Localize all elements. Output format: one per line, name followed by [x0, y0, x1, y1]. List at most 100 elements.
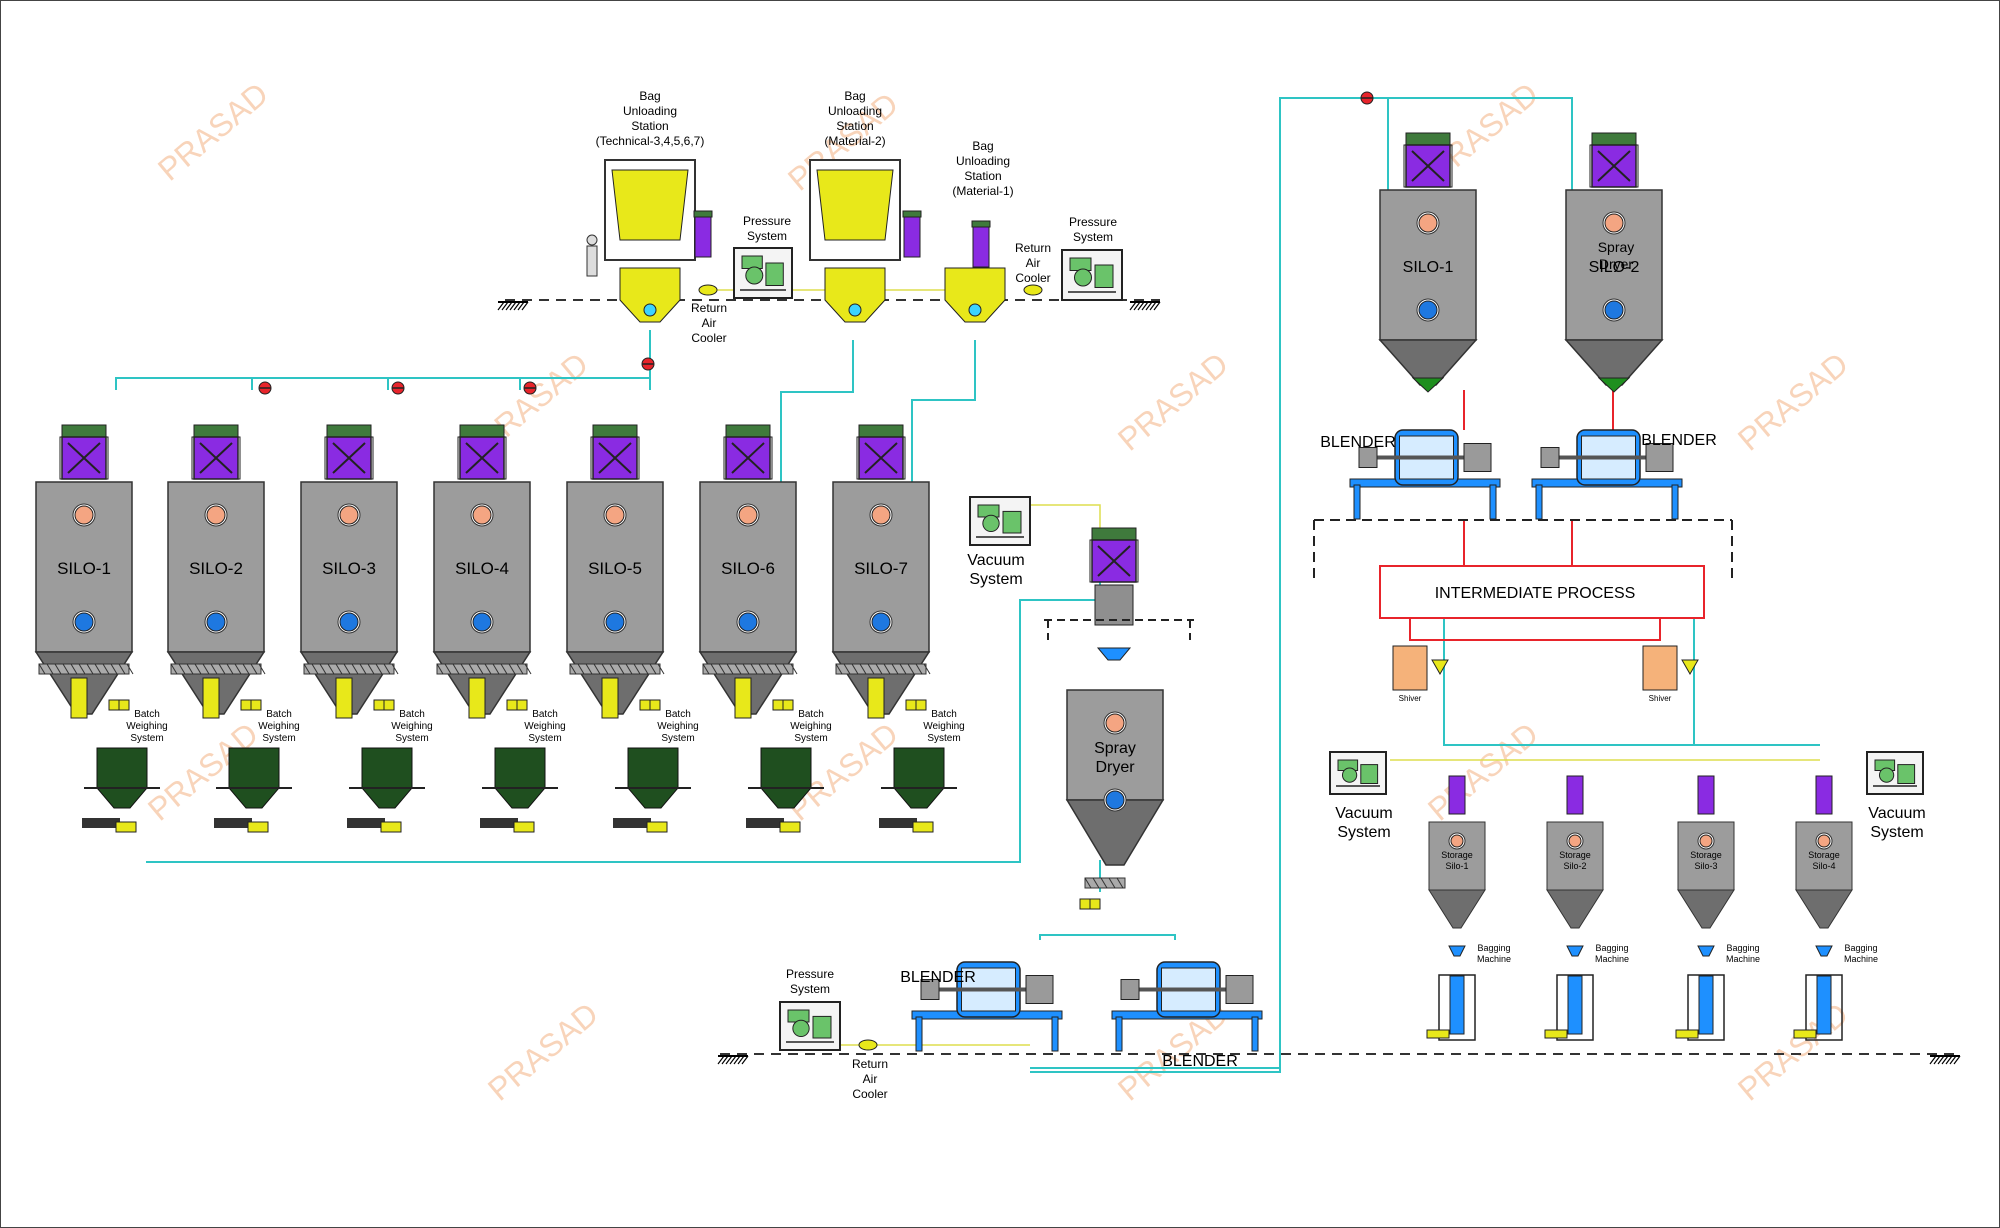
- level-indicator-top-fill: [74, 505, 94, 525]
- level-indicator-top-fill: [1604, 213, 1624, 233]
- level-indicator-bottom: [1416, 298, 1440, 322]
- bagging-inlet: [1697, 945, 1715, 957]
- bagging-frame: [1556, 974, 1594, 1041]
- storage-filter: [1697, 775, 1715, 815]
- screw-flight: [78, 663, 86, 675]
- spray-dryer-valve: [1079, 898, 1101, 910]
- screw-flight: [726, 663, 734, 675]
- storage-silo-label: Storage: [1690, 850, 1722, 860]
- batch-valve: [240, 699, 262, 711]
- batch-valve: [772, 699, 794, 711]
- system-component: [741, 255, 763, 269]
- watermark-text: PRASAD: [481, 995, 605, 1107]
- blender-motor: [1225, 975, 1254, 1004]
- screw-flight: [710, 663, 718, 675]
- pressure-system-label: System: [790, 982, 830, 996]
- spray-dryer-filter: [1089, 527, 1139, 583]
- screw-flight: [476, 663, 484, 675]
- blender-motor: [1645, 443, 1674, 472]
- silo-2-filter: [191, 424, 241, 480]
- vacuum-system-center: [969, 496, 1031, 546]
- screw-flight: [86, 663, 94, 675]
- storage-port-fill: [1568, 834, 1582, 848]
- screw-flight: [1100, 877, 1108, 889]
- level-indicator-bottom: [72, 610, 96, 634]
- spray-dryer-discharge: [1084, 877, 1126, 889]
- station-title: (Material-2): [824, 134, 885, 148]
- screw-body: [303, 663, 395, 675]
- blender-label: BLENDER: [1162, 1053, 1238, 1070]
- batch-weighing-hopper: [480, 747, 558, 833]
- level-indicator-top-fill: [1418, 213, 1438, 233]
- weigh-feeder: [746, 818, 784, 828]
- weigh-feeder: [347, 818, 385, 828]
- screw-flight: [758, 663, 766, 675]
- yellow-feeder-body: [202, 677, 220, 719]
- screw-flight: [258, 663, 266, 675]
- bagging-conveyor: [1426, 1029, 1450, 1039]
- blender-leg: [1251, 1016, 1259, 1052]
- batch-weighing-hopper: [746, 747, 824, 833]
- filter-frame: [59, 436, 109, 480]
- level-indicator-bottom-fill: [1604, 300, 1624, 320]
- storage-port: [1815, 832, 1833, 850]
- screw-flight: [508, 663, 516, 675]
- watermark-text: PRASAD: [1111, 345, 1235, 457]
- weigh-feeder: [879, 818, 917, 828]
- hatch-stroke: [517, 301, 525, 311]
- rotary-valve: [391, 381, 405, 395]
- pressure-system-top-right: [1061, 249, 1123, 301]
- level-indicator-top-fill: [206, 505, 226, 525]
- hatch-stroke: [1141, 301, 1149, 311]
- bagging-conveyor: [1793, 1029, 1817, 1039]
- weigh-feeder: [613, 818, 651, 828]
- system-motor: [765, 262, 784, 286]
- screw-flight: [210, 663, 218, 675]
- bagging-frame: [1687, 974, 1725, 1041]
- batch-weighing-label: Batch: [931, 709, 957, 720]
- silo-1: SILO-1: [34, 424, 134, 715]
- station-title: Station: [836, 119, 873, 133]
- vacuum-system-right-left: [1329, 751, 1387, 795]
- batch-weighing-hopper: [214, 747, 292, 833]
- weigh-valve: [247, 821, 269, 833]
- batch-weighing-label: System: [794, 733, 827, 744]
- silo-6-filter: [723, 424, 773, 480]
- screw-flight: [94, 663, 102, 675]
- screw-flight: [484, 663, 492, 675]
- storage-port: [1566, 832, 1584, 850]
- silo-label: SILO-2: [1589, 259, 1640, 276]
- batch-weighing-label: Weighing: [923, 721, 965, 732]
- bagging-frame: [1805, 974, 1843, 1041]
- blender-leg: [1353, 484, 1361, 520]
- level-indicator-bottom: [1602, 298, 1626, 322]
- vacuum-system-label: System: [1870, 824, 1923, 841]
- system-pump: [1341, 767, 1358, 783]
- screw-flight: [851, 663, 859, 675]
- hatch-stroke: [505, 301, 513, 311]
- hatch-stroke: [513, 301, 521, 311]
- spray-dryer-port-top-fill: [1105, 713, 1125, 733]
- level-indicator-bottom-fill: [74, 612, 94, 632]
- bagging-machine-label: Bagging: [1844, 943, 1877, 953]
- silo-7: SILO-7: [831, 424, 931, 715]
- filter-cross: [864, 442, 898, 474]
- level-indicator-top-fill: [472, 505, 492, 525]
- silo-discharge: [1411, 377, 1445, 393]
- yellow-feeder-body: [70, 677, 88, 719]
- system-motor: [1002, 510, 1022, 534]
- return-air-cooler-label: Air: [863, 1072, 878, 1086]
- screw-flight: [242, 663, 250, 675]
- screw-flight: [1084, 877, 1092, 889]
- bagging-machine-label: Machine: [1477, 954, 1511, 964]
- system-motor: [1360, 764, 1379, 784]
- batch-weighing-label: Weighing: [126, 721, 168, 732]
- filter-cross: [1411, 150, 1445, 182]
- silo-right-2-filter: [1589, 132, 1639, 188]
- screw-body: [38, 663, 130, 675]
- level-indicator-bottom-fill: [871, 612, 891, 632]
- silo-label: SILO-7: [854, 559, 908, 578]
